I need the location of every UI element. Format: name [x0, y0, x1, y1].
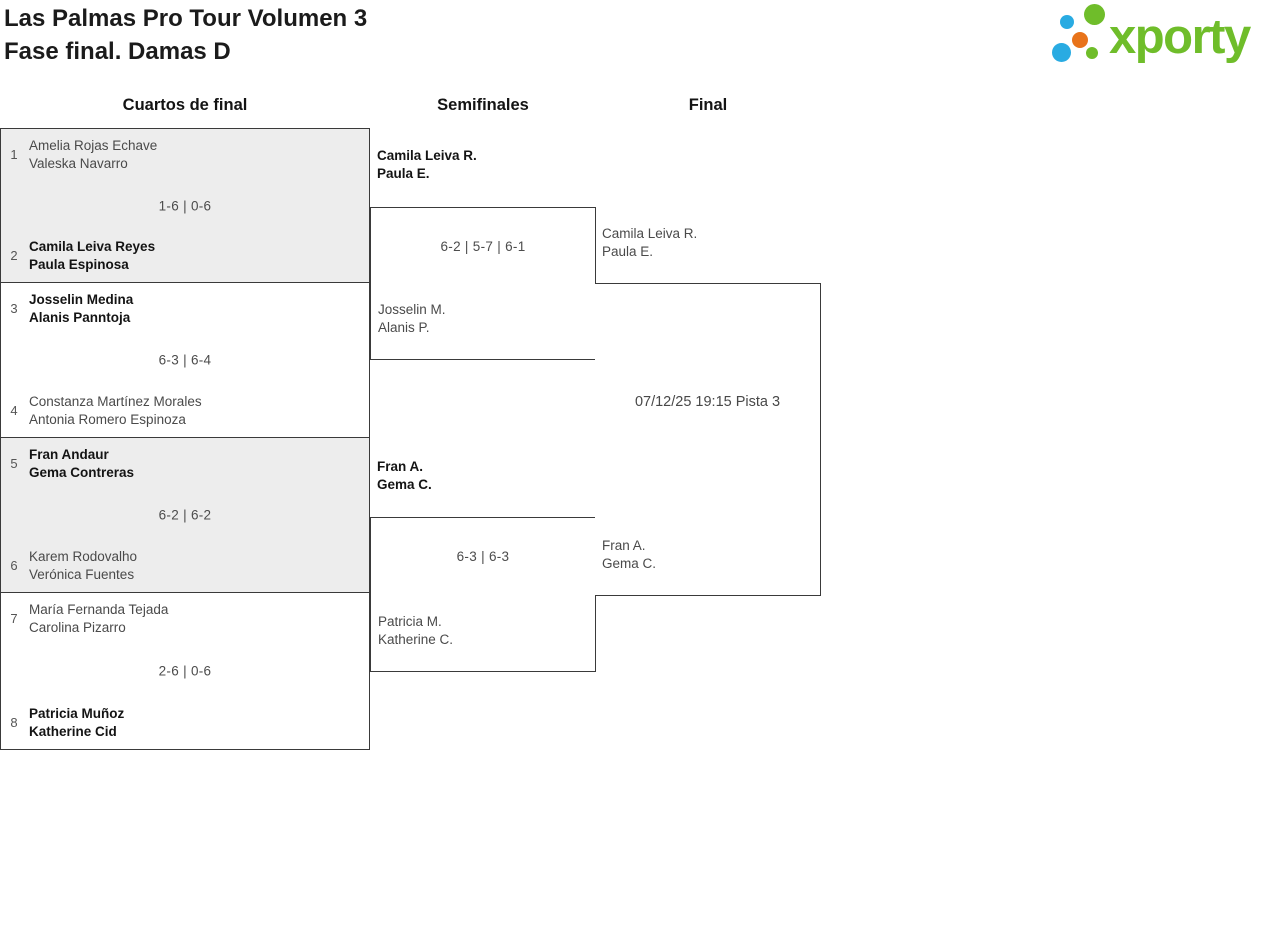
team-pair: Fran Andaur Gema Contreras [29, 446, 134, 482]
sf2-top-team-label: Fran A. Gema C. [377, 458, 432, 494]
match-box-final[interactable]: 07/12/25 19:15 Pista 3 [595, 283, 821, 596]
xporty-logo[interactable]: xporty [1045, 4, 1280, 66]
match-box-sf-2[interactable]: 6-3 | 6-3 Patricia M. Katherine C. [370, 517, 596, 672]
team-pair: Patricia Muñoz Katherine Cid [29, 705, 124, 741]
match-score: 6-3 | 6-3 [456, 549, 510, 564]
player-name: Camila Leiva R. [602, 226, 698, 241]
player-name: Verónica Fuentes [29, 567, 135, 582]
seed-number: 3 [10, 301, 18, 316]
player-name: Paula E. [602, 244, 654, 259]
player-name: Gema C. [602, 556, 657, 571]
tournament-name: Las Palmas Pro Tour Volumen 3 [4, 5, 368, 32]
team-pair: Constanza Martínez Morales Antonia Romer… [29, 393, 202, 429]
logo-dot-orange-icon [1072, 32, 1088, 48]
player-name: Fran A. [602, 538, 646, 553]
seed-number: 2 [10, 248, 18, 263]
team-pair: Amelia Rojas Echave Valeska Navarro [29, 137, 157, 173]
logo-dot-blue-small-icon [1060, 15, 1074, 29]
round-header-quarterfinals: Cuartos de final [122, 96, 248, 114]
match-score: 1-6 | 0-6 [158, 198, 212, 213]
player-name: Gema C. [377, 477, 432, 492]
player-name: Josselin Medina [29, 292, 134, 307]
team-pair: Karem Rodovalho Verónica Fuentes [29, 548, 137, 584]
final-bottom-team-label: Fran A. Gema C. [602, 537, 656, 573]
player-name: Paula Espinosa [29, 257, 129, 272]
team-pair: Patricia M. Katherine C. [378, 613, 453, 649]
final-schedule: 07/12/25 19:15 Pista 3 [634, 394, 781, 410]
player-name: Antonia Romero Espinoza [29, 412, 186, 427]
xporty-logo-text: xporty [1109, 10, 1251, 64]
player-name: Camila Leiva R. [377, 148, 477, 163]
player-name: Patricia Muñoz [29, 706, 125, 721]
player-name: Karem Rodovalho [29, 549, 138, 564]
team-pair: Josselin M. Alanis P. [378, 301, 446, 337]
player-name: Patricia M. [378, 614, 442, 629]
match-score: 6-2 | 5-7 | 6-1 [440, 239, 526, 254]
seed-number: 7 [10, 611, 18, 626]
seed-number: 8 [10, 715, 18, 730]
sf1-top-team-label: Camila Leiva R. Paula E. [377, 147, 477, 183]
seed-number: 4 [10, 403, 18, 418]
match-box-qf-1[interactable]: 1 Amelia Rojas Echave Valeska Navarro 1-… [0, 128, 370, 283]
player-name: Camila Leiva Reyes [29, 239, 156, 254]
logo-dot-green-small-icon [1086, 47, 1098, 59]
player-name: Alanis P. [378, 320, 430, 335]
match-score: 6-2 | 6-2 [158, 507, 212, 523]
round-header-final: Final [688, 96, 728, 114]
player-name: Alanis Panntoja [29, 310, 131, 325]
team-pair: Josselin Medina Alanis Panntoja [29, 291, 133, 327]
seed-number: 5 [10, 456, 18, 471]
seed-number: 6 [10, 558, 18, 573]
player-name: Gema Contreras [29, 465, 135, 480]
seed-number: 1 [10, 147, 18, 162]
player-name: Carolina Pizarro [29, 620, 126, 635]
logo-dot-green-large-icon [1084, 4, 1105, 25]
team-pair: María Fernanda Tejada Carolina Pizarro [29, 601, 168, 637]
player-name: Fran Andaur [29, 447, 109, 462]
final-top-team-label: Camila Leiva R. Paula E. [602, 225, 697, 261]
match-score: 2-6 | 0-6 [158, 663, 212, 679]
match-box-sf-1[interactable]: 6-2 | 5-7 | 6-1 Josselin M. Alanis P. [370, 207, 596, 360]
player-name: Katherine Cid [29, 724, 117, 739]
match-box-qf-4[interactable]: 7 María Fernanda Tejada Carolina Pizarro… [0, 592, 370, 750]
player-name: Amelia Rojas Echave [29, 138, 158, 153]
logo-dot-blue-large-icon [1052, 43, 1071, 62]
player-name: Katherine C. [378, 632, 454, 647]
player-name: Valeska Navarro [29, 156, 128, 171]
match-box-qf-3[interactable]: 5 Fran Andaur Gema Contreras 6-2 | 6-2 K… [0, 437, 370, 593]
match-box-qf-2[interactable]: 3 Josselin Medina Alanis Panntoja 6-3 | … [0, 282, 370, 438]
phase-name: Fase final. Damas D [4, 38, 231, 65]
player-name: Josselin M. [378, 302, 446, 317]
round-header-semifinals: Semifinales [437, 96, 529, 114]
match-score: 6-3 | 6-4 [158, 352, 212, 368]
player-name: María Fernanda Tejada [29, 602, 169, 617]
player-name: Paula E. [377, 166, 430, 181]
team-pair: Camila Leiva Reyes Paula Espinosa [29, 238, 155, 274]
page-title: Las Palmas Pro Tour Volumen 3 Fase final… [4, 2, 367, 68]
player-name: Fran A. [377, 459, 424, 474]
player-name: Constanza Martínez Morales [29, 394, 202, 409]
